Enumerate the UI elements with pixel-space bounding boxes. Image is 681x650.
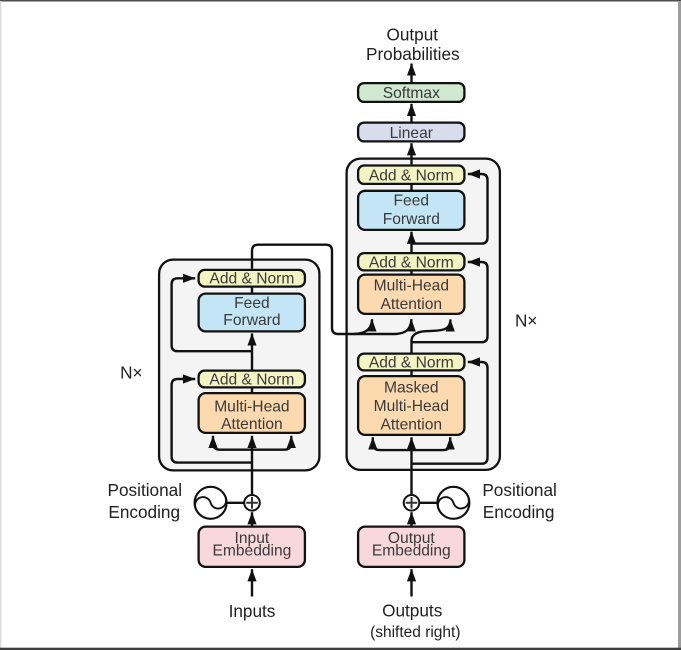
svg-text:Embedding: Embedding: [372, 543, 451, 560]
svg-text:N×: N×: [515, 310, 537, 330]
svg-text:Output: Output: [388, 530, 435, 547]
svg-text:Output: Output: [386, 24, 438, 44]
svg-text:Outputs: Outputs: [382, 600, 442, 620]
svg-text:(shifted right): (shifted right): [370, 624, 460, 641]
svg-text:Attention: Attention: [221, 416, 283, 433]
svg-text:Add & Norm: Add & Norm: [209, 270, 294, 287]
svg-text:Linear: Linear: [390, 125, 433, 142]
svg-text:Probabilities: Probabilities: [366, 44, 460, 64]
svg-text:Softmax: Softmax: [383, 85, 440, 102]
svg-text:Positional: Positional: [482, 480, 557, 500]
svg-text:Multi-Head: Multi-Head: [214, 399, 289, 416]
svg-text:Forward: Forward: [223, 312, 280, 329]
svg-text:Positional: Positional: [108, 480, 183, 500]
svg-text:Input: Input: [235, 530, 270, 547]
svg-text:Multi-Head: Multi-Head: [374, 278, 449, 295]
svg-text:Encoding: Encoding: [483, 502, 555, 522]
svg-text:Add & Norm: Add & Norm: [209, 372, 294, 389]
svg-text:Inputs: Inputs: [229, 601, 276, 621]
svg-text:Attention: Attention: [381, 417, 443, 434]
svg-text:Multi-Head: Multi-Head: [374, 398, 449, 415]
svg-text:Feed: Feed: [394, 192, 430, 209]
svg-text:Encoding: Encoding: [108, 502, 180, 522]
svg-text:Add & Norm: Add & Norm: [369, 167, 454, 184]
svg-text:Add & Norm: Add & Norm: [369, 254, 454, 271]
svg-text:N×: N×: [120, 362, 142, 382]
svg-text:Forward: Forward: [383, 211, 440, 228]
svg-text:Add & Norm: Add & Norm: [369, 355, 454, 372]
svg-text:Masked: Masked: [384, 380, 439, 397]
svg-text:Feed: Feed: [234, 295, 270, 312]
svg-text:Embedding: Embedding: [212, 543, 291, 560]
svg-text:Attention: Attention: [381, 296, 443, 313]
